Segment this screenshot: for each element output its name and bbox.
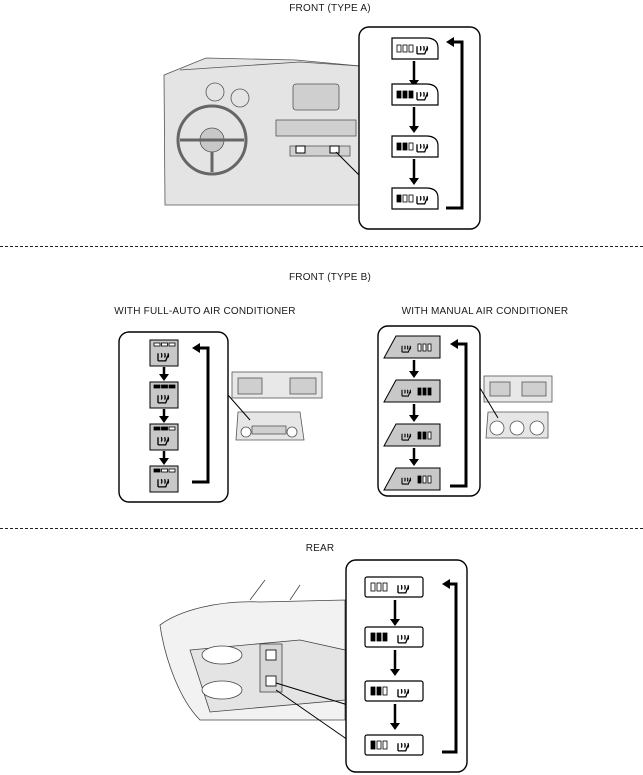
- down-arrow-icon: [409, 404, 419, 422]
- label-manual-air-conditioner: WITH MANUAL AIR CONDITIONER: [401, 306, 569, 317]
- down-arrow-icon: [409, 448, 419, 466]
- indicator-lights-icon: [396, 90, 414, 99]
- indicator-lights-icon: [396, 142, 414, 151]
- callout-line: [275, 682, 349, 741]
- heater-cycle-panel: [345, 559, 468, 773]
- seat-heater-icon: [397, 584, 410, 594]
- heater-switch-button: [364, 626, 424, 648]
- heater-switch-button: [383, 467, 441, 491]
- seat-heater-icon: [416, 143, 429, 153]
- heater-switch-button: [391, 37, 439, 60]
- return-arrow-icon: [192, 343, 210, 484]
- down-arrow-icon: [409, 159, 419, 185]
- indicator-lights-icon: [370, 686, 388, 696]
- down-arrow-icon: [409, 61, 419, 87]
- indicator-lights-icon: [153, 426, 176, 431]
- seat-heater-icon: [401, 433, 412, 441]
- indicator-lights-icon: [396, 44, 414, 53]
- down-arrow-icon: [409, 107, 419, 133]
- heater-switch-button: [149, 465, 179, 493]
- heater-cycle-panel: [118, 331, 229, 503]
- center-console-illustration: [483, 375, 553, 439]
- down-arrow-icon: [159, 367, 169, 381]
- indicator-lights-icon: [370, 632, 388, 642]
- heater-switch-button: [383, 335, 441, 359]
- heater-switch-button: [391, 187, 439, 210]
- indicator-lights-icon: [153, 342, 176, 347]
- heater-switch-button: [391, 83, 439, 106]
- dashboard-illustration: [163, 57, 361, 206]
- heater-switch-button: [383, 379, 441, 403]
- indicator-lights-icon: [417, 431, 432, 440]
- heater-switch-button: [364, 680, 424, 702]
- seat-heater-icon: [401, 389, 412, 397]
- indicator-lights-icon: [370, 582, 388, 592]
- heater-switch-button: [149, 423, 179, 451]
- indicator-lights-icon: [417, 343, 432, 352]
- indicator-lights-icon: [417, 475, 432, 484]
- heater-switch-button: [364, 734, 424, 756]
- heater-cycle-panel: [358, 26, 481, 230]
- heater-switch-button: [364, 576, 424, 598]
- label-full-auto-air-conditioner: WITH FULL-AUTO AIR CONDITIONER: [114, 306, 296, 317]
- down-arrow-icon: [409, 360, 419, 378]
- section-title-rear: REAR: [305, 543, 335, 554]
- seat-heater-icon: [401, 477, 412, 485]
- heater-switch-button: [149, 339, 179, 367]
- seat-heater-icon: [157, 394, 170, 404]
- seat-heater-icon: [157, 352, 170, 362]
- seat-heater-icon: [157, 436, 170, 446]
- callout-line: [227, 394, 251, 421]
- callout-line: [479, 387, 499, 419]
- seat-heater-icon: [416, 195, 429, 205]
- return-arrow-icon: [450, 339, 468, 488]
- seat-heater-icon: [397, 688, 410, 698]
- down-arrow-icon: [390, 650, 400, 676]
- heater-switch-button: [383, 423, 441, 447]
- seat-heater-icon: [401, 345, 412, 353]
- return-arrow-icon: [442, 579, 458, 754]
- section-divider: [0, 528, 643, 529]
- section-title-front-type-a: FRONT (TYPE A): [289, 3, 371, 14]
- section-title-front-type-b: FRONT (TYPE B): [288, 272, 372, 283]
- down-arrow-icon: [159, 451, 169, 465]
- center-console-illustration: [231, 371, 323, 441]
- section-divider: [0, 246, 643, 247]
- down-arrow-icon: [390, 704, 400, 730]
- heater-cycle-panel: [377, 325, 481, 497]
- seat-heater-icon: [416, 91, 429, 101]
- indicator-lights-icon: [396, 194, 414, 203]
- seat-heater-icon: [397, 742, 410, 752]
- seat-heater-icon: [397, 634, 410, 644]
- indicator-lights-icon: [153, 468, 176, 473]
- down-arrow-icon: [390, 600, 400, 626]
- indicator-lights-icon: [153, 384, 176, 389]
- indicator-lights-icon: [417, 387, 432, 396]
- indicator-lights-icon: [370, 740, 388, 750]
- down-arrow-icon: [159, 409, 169, 423]
- seat-heater-icon: [157, 478, 170, 488]
- return-arrow-icon: [446, 37, 464, 210]
- heater-switch-button: [391, 135, 439, 158]
- heater-switch-button: [149, 381, 179, 409]
- seat-heater-icon: [416, 45, 429, 55]
